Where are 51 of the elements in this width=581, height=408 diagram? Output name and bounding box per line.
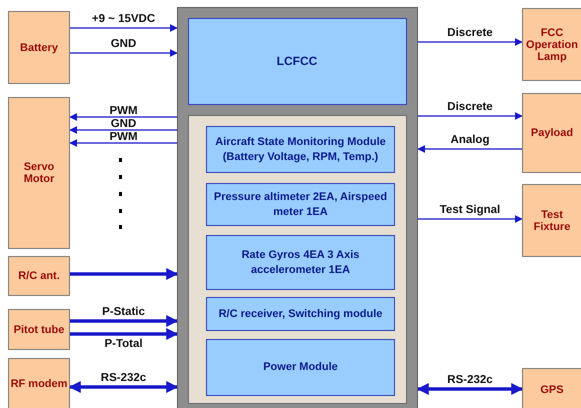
device-box	[522, 368, 581, 408]
arrow	[70, 24, 178, 32]
controller-frame	[177, 7, 418, 408]
module-box	[206, 297, 395, 331]
device-box	[8, 97, 70, 249]
arrow	[70, 315, 178, 327]
edge-label: GND	[110, 118, 138, 131]
arrow	[70, 49, 178, 57]
node-label: Payload	[530, 127, 574, 139]
module-box	[206, 235, 395, 290]
device-box	[522, 184, 581, 257]
node-label: Aircraft State Monitoring Module (Battery Voltage, RPM, Temp.)	[214, 134, 387, 164]
node-label: RF modem	[10, 378, 68, 390]
edge-label: PWM	[108, 131, 139, 144]
edge-label: Test Signal	[438, 204, 502, 217]
module-box	[206, 183, 395, 226]
device-box	[8, 309, 70, 350]
node-label: FCC Operation Lamp	[525, 26, 579, 62]
node-label: Pitot tube	[14, 324, 64, 336]
arrow	[417, 145, 522, 153]
device-box	[8, 256, 70, 296]
module-box	[206, 126, 395, 173]
node-label: Power Module	[263, 360, 338, 375]
node-label: Servo Motor	[22, 161, 56, 185]
arrow	[70, 328, 178, 340]
arrow	[68, 381, 178, 393]
arrow	[418, 215, 523, 223]
node-label: GPS	[540, 384, 564, 396]
device-box	[522, 8, 581, 81]
arrow	[70, 268, 178, 280]
node-label: Battery	[20, 42, 58, 54]
device-box	[8, 358, 70, 408]
module-box	[206, 339, 395, 396]
node-label: Pressure altimeter 2EA, Airspeed meter 1EA	[212, 190, 388, 220]
arrow	[418, 38, 523, 46]
device-box	[522, 93, 581, 173]
edge-label: PWM	[108, 105, 139, 118]
node-label: Rate Gyros 4EA 3 Axis accelerometer 1EA	[240, 248, 360, 278]
arrow	[69, 113, 177, 121]
module-panel	[188, 114, 406, 404]
edge-label: Analog	[448, 134, 492, 147]
node-label: R/C receiver, Switching module	[218, 306, 382, 322]
node-label: R/C ant.	[18, 270, 60, 282]
arrow	[416, 383, 524, 395]
controller-box	[188, 18, 406, 104]
device-box	[8, 11, 70, 84]
node-label: LCFCC	[276, 54, 318, 68]
node-label: Test Fixture	[532, 208, 572, 232]
arrow	[69, 126, 177, 134]
arrow	[69, 139, 177, 147]
arrow	[418, 112, 523, 120]
